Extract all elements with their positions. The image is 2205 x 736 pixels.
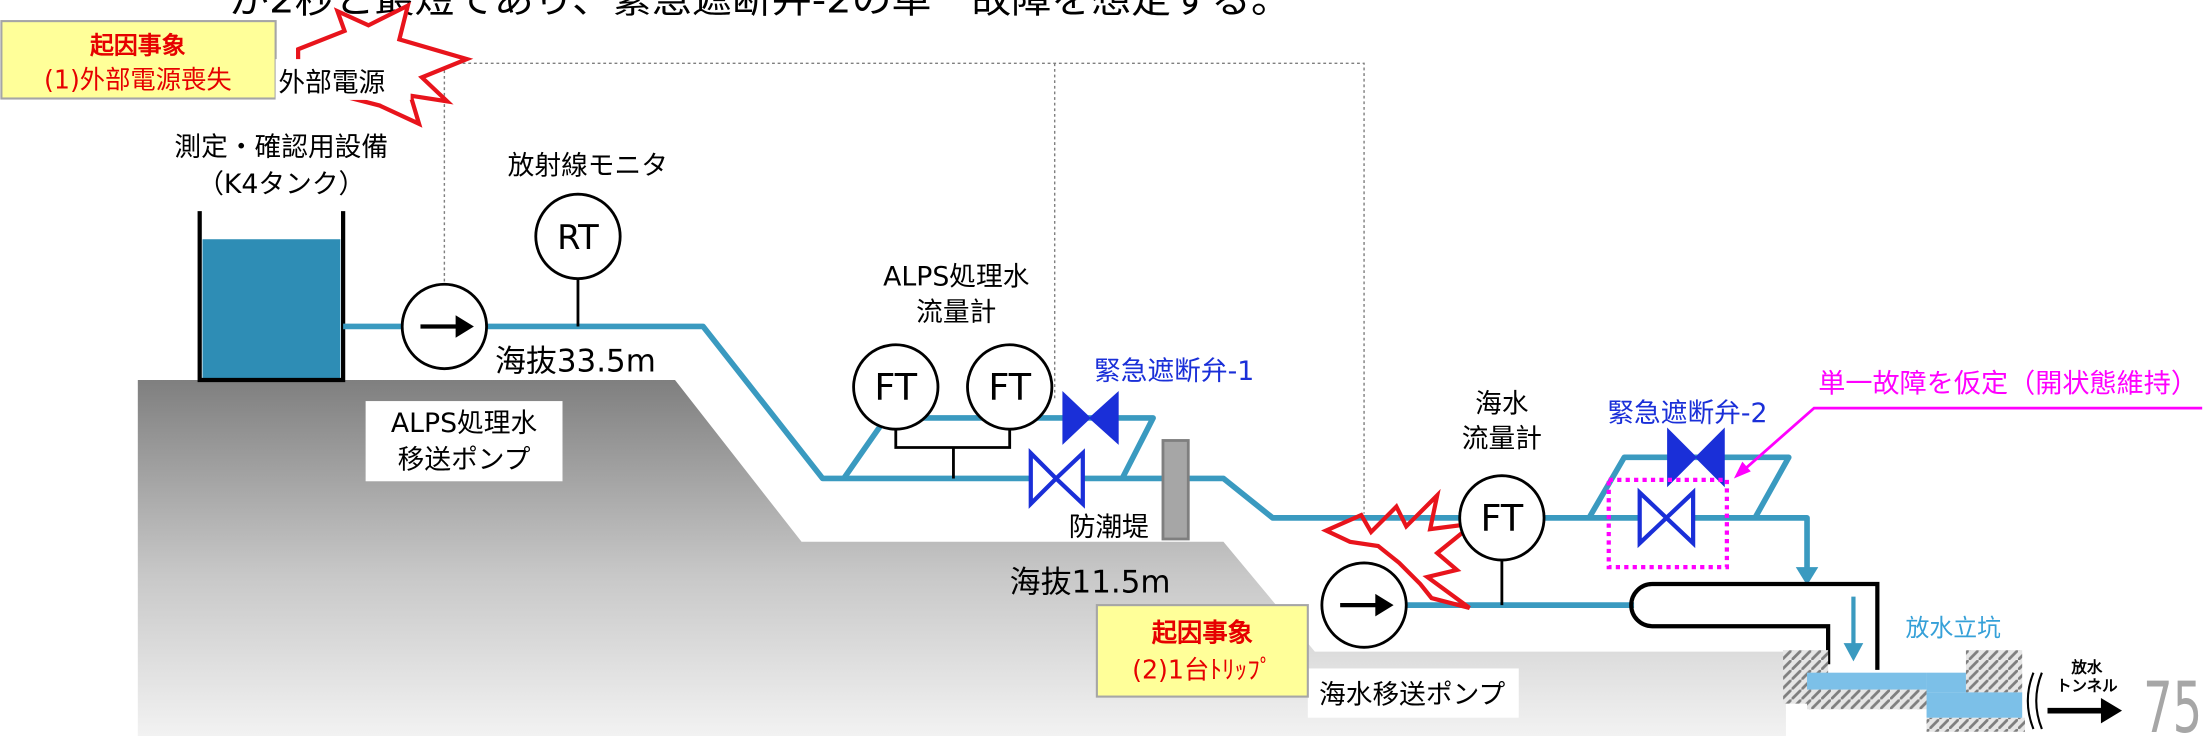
- valve-1-open-icon: [1028, 448, 1085, 509]
- elevation-high: 海抜33.5m: [495, 344, 656, 380]
- seawall: [1161, 439, 1190, 541]
- break-mark-icon: [2026, 672, 2043, 730]
- alps-pump-label-2: 移送ポンプ: [398, 445, 531, 476]
- callout-line: [1742, 406, 2203, 472]
- seawater-pipe-main: [1544, 515, 1810, 575]
- seawater-flowmeter-label-2: 流量計: [1462, 424, 1542, 455]
- valve-2-label: 緊急遮断弁-2: [1607, 398, 1767, 429]
- flow-arrow-icon: [1795, 567, 1819, 586]
- valve-1-label: 緊急遮断弁-1: [1094, 356, 1254, 387]
- mixing-conduit: [1629, 581, 1880, 670]
- event-1-desc: (1)外部電源喪失: [44, 65, 232, 95]
- page-number: 75: [2143, 667, 2202, 736]
- seawater-pump-icon: [1320, 561, 1408, 649]
- event-2-desc: (2)1台ﾄﾘｯﾌﾟ: [1132, 654, 1273, 684]
- external-power-label: 外部電源: [278, 67, 385, 98]
- discharge-shaft: [1783, 650, 2025, 732]
- alps-pump-icon: [400, 282, 488, 371]
- tank-water: [202, 239, 341, 379]
- alps-flowmeter-label-2: 流量計: [916, 297, 996, 328]
- ft-3-label: FT: [1481, 497, 1524, 540]
- alps-pump-label: ALPS処理水: [391, 408, 538, 439]
- elevation-low: 海抜11.5m: [1010, 564, 1171, 600]
- ft-2-label: FT: [988, 366, 1031, 409]
- discharge-tunnel-label-2: トンネル: [2056, 677, 2118, 695]
- discharge-shaft-label: 放水立坑: [1905, 614, 2001, 642]
- valve-2-closed-icon: [1667, 427, 1725, 488]
- radiation-monitor-label: 放射線モニタ: [508, 150, 668, 181]
- tank-sublabel: （K4タンク）: [197, 169, 365, 200]
- ft-1-icon: [852, 343, 940, 431]
- ft-3-icon: [1458, 474, 1546, 562]
- ft-1-label: FT: [874, 366, 917, 409]
- rt-label: RT: [557, 218, 599, 257]
- single-failure-label: 単一故障を仮定（開状態維持）: [1818, 369, 2198, 400]
- conduit-arrow-icon: [1843, 643, 1864, 662]
- seawater-flowmeter-label: 海水: [1475, 388, 1529, 419]
- external-power-box: [275, 59, 411, 100]
- tank-icon: [197, 211, 346, 383]
- seawater-pump-label-box: [1307, 668, 1519, 718]
- initiating-event-1: 起因事象 (1)外部電源喪失: [0, 20, 277, 100]
- valve-1-closed-icon: [1062, 390, 1119, 445]
- rt-icon: [534, 192, 622, 281]
- tank-label: 測定・確認用設備: [174, 132, 388, 163]
- alps-pump-label-box: [365, 401, 563, 482]
- event-2-title: 起因事象: [1152, 618, 1253, 648]
- alps-pipe-main: [486, 323, 1460, 521]
- header-text: が2秒と最短であり、緊急遮断弁-2の単一故障を想定する。: [229, 0, 1291, 22]
- initiating-event-2: 起因事象 (2)1台ﾄﾘｯﾌﾟ: [1095, 604, 1309, 698]
- seawall-label: 防潮堤: [1069, 512, 1149, 543]
- seawater-pump-label: 海水移送ポンプ: [1319, 680, 1505, 711]
- tunnel-arrow-icon: [2100, 698, 2123, 724]
- valve-2-open-icon: [1637, 487, 1696, 549]
- alps-flowmeter-label: ALPS処理水: [883, 262, 1030, 293]
- signal-line: [443, 62, 1365, 514]
- single-failure-highlight: [1606, 477, 1729, 570]
- discharge-tunnel-label: 放水: [2070, 658, 2102, 677]
- ft-connector: [894, 429, 1012, 479]
- spark-icon-2: [1321, 488, 1481, 610]
- ft-2-icon: [966, 343, 1054, 431]
- callout-arrow-icon: [1733, 461, 1751, 479]
- event-1-title: 起因事象: [90, 31, 186, 59]
